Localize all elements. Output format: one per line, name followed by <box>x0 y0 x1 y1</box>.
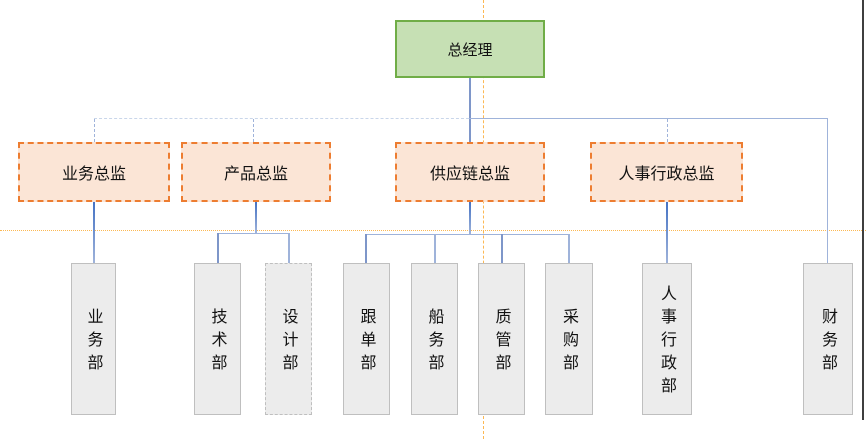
org-node-supply-chain-director[interactable]: 供应链总监 <box>395 142 545 202</box>
connector-drop-shipping-dept <box>434 234 436 263</box>
org-node-finance-dept[interactable]: 财务部 <box>803 263 853 415</box>
connector-drop-product-director <box>253 119 254 142</box>
org-node-tech-dept[interactable]: 技术部 <box>194 263 241 415</box>
org-node-hr-admin-dept[interactable]: 人事行政部 <box>642 263 692 415</box>
org-node-finance-dept-label: 财务部 <box>819 308 838 377</box>
horizontal-alignment-guide <box>0 230 866 231</box>
org-node-general-manager[interactable]: 总经理 <box>395 20 545 78</box>
connector-drop-design-dept <box>288 233 290 263</box>
org-node-quality-dept[interactable]: 质管部 <box>478 263 525 415</box>
connector-drop-purchasing-dept <box>568 234 570 263</box>
org-node-quality-dept-label: 质管部 <box>492 308 512 377</box>
connector-hr-admin-stem <box>666 202 668 263</box>
org-node-design-dept-label: 设计部 <box>279 308 299 377</box>
org-node-purchasing-dept-label: 采购部 <box>560 308 579 377</box>
org-node-business-dept-label: 业务部 <box>84 308 104 377</box>
connector-drop-finance-dept <box>827 118 828 263</box>
connector-drop-business-director <box>94 119 95 142</box>
canvas-right-edge <box>862 0 864 420</box>
connector-drop-quality-dept <box>501 234 503 263</box>
connector-top-horizontal-right <box>469 118 828 119</box>
connector-supply-horizontal <box>366 234 569 235</box>
connector-business-director-stem <box>93 202 95 263</box>
connector-product-horizontal <box>218 233 289 234</box>
connector-supply-chain-stem <box>469 202 471 234</box>
org-node-hr-admin-dept-label: 人事行政部 <box>658 285 677 400</box>
org-node-hr-admin-director[interactable]: 人事行政总监 <box>590 142 743 202</box>
org-node-tech-dept-label: 技术部 <box>208 308 228 377</box>
org-node-design-dept[interactable]: 设计部 <box>265 263 312 415</box>
org-node-hr-admin-director-label: 人事行政总监 <box>618 164 715 183</box>
org-node-product-director[interactable]: 产品总监 <box>181 142 331 202</box>
org-node-shipping-dept-label: 船务部 <box>425 308 445 377</box>
org-node-business-director[interactable]: 业务总监 <box>18 142 170 202</box>
org-node-general-manager-label: 总经理 <box>447 40 493 59</box>
org-node-shipping-dept[interactable]: 船务部 <box>411 263 458 415</box>
connector-top-horizontal-left <box>94 118 469 119</box>
connector-drop-merchandising-dept <box>365 234 367 263</box>
org-node-purchasing-dept[interactable]: 采购部 <box>545 263 593 415</box>
connector-drop-tech-dept <box>217 233 219 263</box>
connector-root-stem <box>469 78 471 142</box>
org-node-business-dept[interactable]: 业务部 <box>71 263 116 415</box>
org-node-supply-chain-director-label: 供应链总监 <box>429 164 510 183</box>
org-node-business-director-label: 业务总监 <box>61 164 126 183</box>
connector-product-director-stem <box>255 202 257 233</box>
connector-drop-hr-admin-director <box>667 119 668 142</box>
org-node-merchandising-dept-label: 跟单部 <box>357 308 377 377</box>
org-node-merchandising-dept[interactable]: 跟单部 <box>343 263 390 415</box>
org-node-product-director-label: 产品总监 <box>223 164 288 183</box>
